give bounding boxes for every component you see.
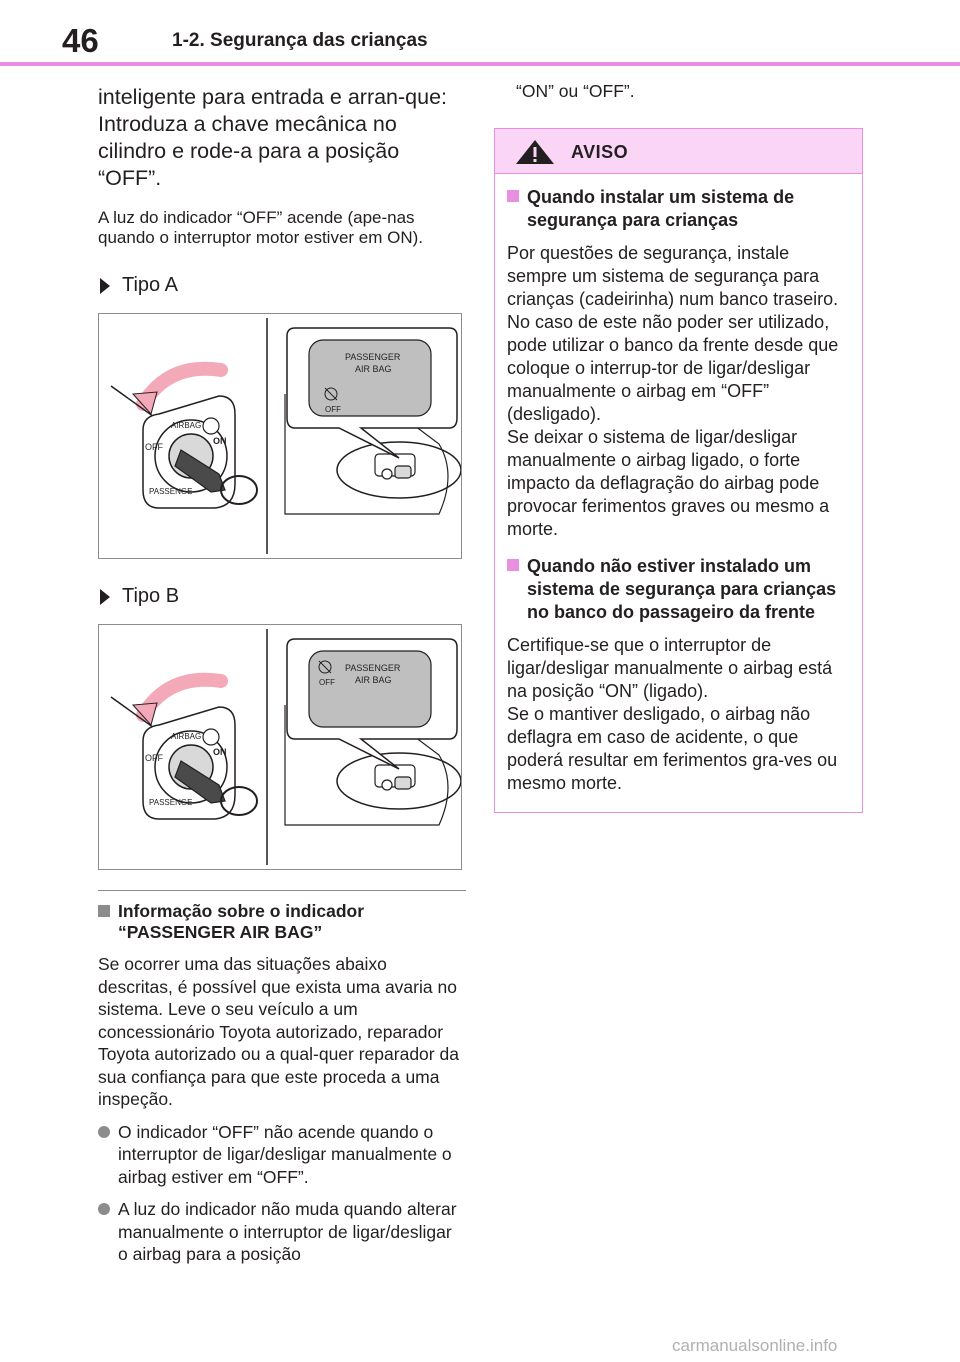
triangle-bullet-icon <box>100 588 110 605</box>
warning-box: AVISO Quando instalar um sistema de segu… <box>494 128 863 813</box>
warning-text-1b: Se deixar o sistema de ligar/desligar ma… <box>507 427 830 539</box>
airbag-off-symbol-icon <box>318 660 332 674</box>
warning-heading-2: Quando não estiver instalado um sistema … <box>507 555 850 624</box>
info-heading-text: Informação sobre o indicador “PASSENGER … <box>118 901 365 942</box>
figure-label-passenge: PASSENGE <box>149 798 192 807</box>
warning-heading-2-text: Quando não estiver instalado um sistema … <box>527 556 837 622</box>
dashboard-panel <box>284 394 449 515</box>
warning-text-1a: Por questões de segurança, instale sempr… <box>507 243 839 424</box>
figure-label-on: ON <box>213 747 227 757</box>
indicator-button <box>394 776 412 790</box>
continuation-text: “ON” ou “OFF”. <box>516 81 635 101</box>
warning-heading-1-text: Quando instalar um sistema de segurança … <box>527 187 795 230</box>
right-column: “ON” ou “OFF”. <box>494 80 862 102</box>
watermark: carmanualsonline.info <box>672 1336 838 1355</box>
round-bullet-icon <box>98 1125 110 1138</box>
indicator-lamp <box>381 468 393 480</box>
type-b-text: Tipo B <box>122 585 180 607</box>
figure-label-on: ON <box>213 436 227 446</box>
panel-label-passenger: PASSENGER <box>345 663 401 673</box>
figure-type-a: AIRBAG OFF ON PASSENGE PASSENGER AIR BAG… <box>98 313 462 559</box>
off-symbol-icon <box>202 417 220 435</box>
warning-text-2b: Se o mantiver desligado, o airbag não de… <box>507 704 838 793</box>
type-b-label: Tipo B <box>100 585 466 608</box>
figure-label-airbag: AIRBAG <box>171 732 201 741</box>
panel-label-air-bag: AIR BAG <box>355 364 392 374</box>
airbag-switch-illustration-a: AIRBAG OFF ON PASSENGE PASSENGER AIR BAG… <box>110 318 461 554</box>
list-item: A luz do indicador não muda quando alter… <box>98 1198 466 1266</box>
rotation-arrowhead <box>131 702 158 727</box>
type-a-text: Tipo A <box>122 274 178 296</box>
warning-header: AVISO <box>495 129 862 174</box>
panel-label-air-bag: AIR BAG <box>355 675 392 685</box>
pink-square-bullet-icon <box>507 190 519 202</box>
section-divider <box>98 890 466 891</box>
lead-paragraph: inteligente para entrada e arran-que: In… <box>98 85 448 190</box>
airbag-off-symbol-icon <box>324 387 338 401</box>
indicator-panel <box>308 650 432 728</box>
list-item-text: O indicador “OFF” não acende quando o in… <box>118 1121 452 1187</box>
round-bullet-icon <box>98 1203 110 1215</box>
figure-label-off: OFF <box>145 442 163 452</box>
dashboard-panel <box>284 705 449 826</box>
airbag-switch-illustration-b: AIRBAG OFF ON PASSENGE OFF PASSENGER AIR… <box>110 629 461 865</box>
mechanical-key-icon <box>174 449 226 493</box>
left-column: inteligente para entrada e arran-que: In… <box>98 84 466 1266</box>
key-ring-icon <box>220 475 258 505</box>
warning-body: Quando instalar um sistema de segurança … <box>495 174 862 795</box>
info-heading: Informação sobre o indicador “PASSENGER … <box>98 901 466 943</box>
rotation-arrowhead <box>131 391 158 416</box>
indicator-panel <box>308 339 432 417</box>
off-symbol-icon <box>202 728 220 746</box>
type-a-label: Tipo A <box>100 274 466 297</box>
info-paragraph: Se ocorrer uma das situações abaixo desc… <box>98 954 459 1109</box>
panel-label-off: OFF <box>325 405 341 414</box>
header-rule <box>0 62 960 66</box>
panel-label-passenger: PASSENGER <box>345 352 401 362</box>
warning-text-2a: Certifique-se que o interruptor de ligar… <box>507 635 833 701</box>
panel-label-off: OFF <box>319 678 335 687</box>
page-number: 46 <box>62 22 99 59</box>
indicator-note: A luz do indicador “OFF” acende (ape-nas… <box>98 208 424 247</box>
list-item-text: A luz do indicador não muda quando alter… <box>118 1199 457 1264</box>
indicator-button <box>394 465 412 479</box>
figure-label-passenge: PASSENGE <box>149 487 192 496</box>
indicator-housing <box>336 752 461 810</box>
page-header: 46 1-2. Segurança das crianças <box>0 0 960 66</box>
indicator-lamp <box>381 779 393 791</box>
warning-heading-1: Quando instalar um sistema de segurança … <box>507 186 850 232</box>
square-bullet-icon <box>98 905 110 917</box>
list-item: O indicador “OFF” não acende quando o in… <box>98 1121 466 1189</box>
figure-label-airbag: AIRBAG <box>171 421 201 430</box>
section-title: 1-2. Segurança das crianças <box>172 30 428 51</box>
figure-type-b: AIRBAG OFF ON PASSENGE OFF PASSENGER AIR… <box>98 624 462 870</box>
figure-label-off: OFF <box>145 753 163 763</box>
mechanical-key-icon <box>174 760 226 804</box>
indicator-housing <box>336 441 461 499</box>
triangle-bullet-icon <box>100 277 110 294</box>
warning-triangle-icon <box>516 140 554 164</box>
warning-title: AVISO <box>571 142 629 162</box>
pink-square-bullet-icon <box>507 559 519 571</box>
key-ring-icon <box>220 786 258 816</box>
